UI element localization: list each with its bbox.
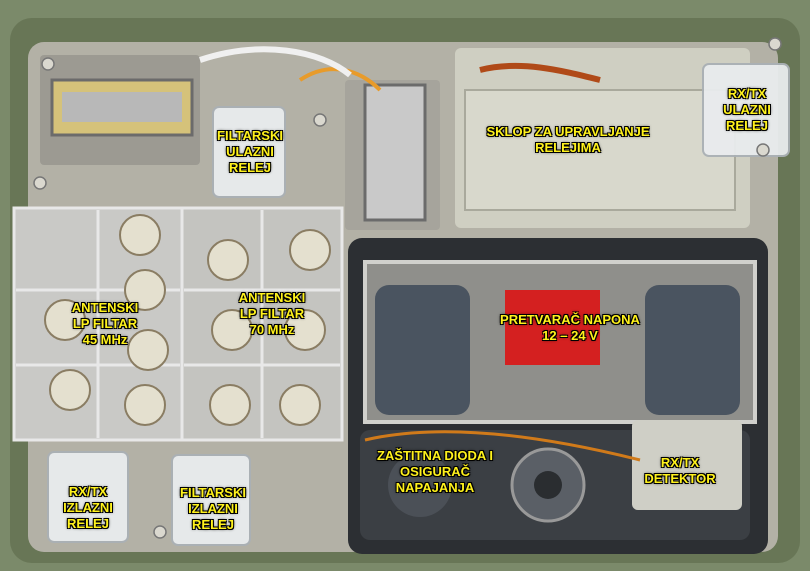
label-filter-input-relay: FILTARSKI ULAZNI RELEJ (217, 128, 283, 175)
label-voltage-converter: PRETVARAČ NAPONA 12 – 24 V (500, 312, 640, 343)
label-rxtx-output-relay: RX/TX IZLAZNI RELEJ (63, 484, 113, 531)
detector-module (632, 420, 742, 510)
label-lp-filter-70: ANTENSKI LP FILTAR 70 MHz (238, 290, 306, 337)
label-protection-diode-fuse: ZAŠTITNA DIODA I OSIGURAČ NAPAJANJA (376, 448, 494, 495)
label-relay-control-circuit: SKLOP ZA UPRAVLJANJE RELEJIMA (486, 124, 650, 155)
label-filter-output-relay: FILTARSKI IZLAZNI RELEJ (180, 485, 246, 532)
label-rxtx-input-relay: RX/TX ULAZNI RELEJ (723, 86, 771, 133)
connector-center (363, 83, 427, 222)
label-lp-filter-45: ANTENSKI LP FILTAR 45 MHz (71, 300, 139, 347)
relay-filter-input (212, 106, 286, 198)
relay-filter-output (171, 454, 251, 546)
relay-rxtx-output (47, 451, 129, 543)
transformer-red (505, 290, 600, 365)
label-rxtx-detector: RX/TX DETEKTOR (644, 455, 716, 486)
capacitor-left (375, 285, 470, 415)
relay-rxtx-input (702, 63, 790, 157)
capacitor-right (645, 285, 740, 415)
